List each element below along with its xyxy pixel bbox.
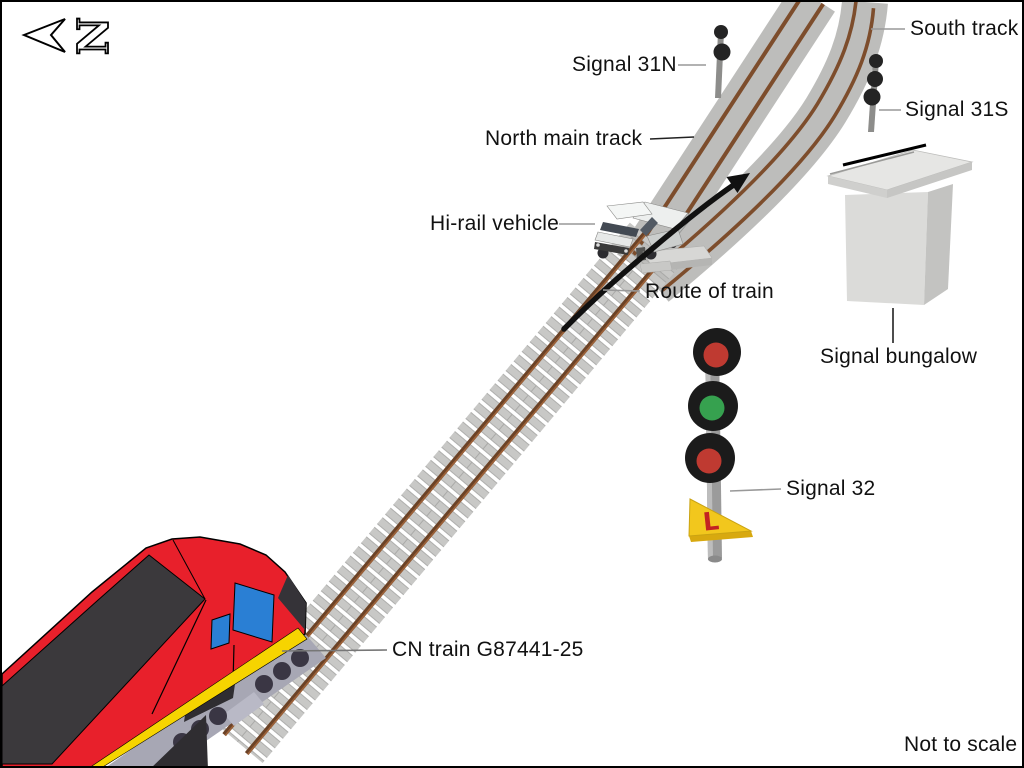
cn-train-graphic: [2, 536, 326, 766]
signal-32-bottom-light: [696, 448, 722, 474]
label-hi-rail-vehicle: Hi-rail vehicle: [430, 212, 560, 235]
signal-31s-graphic: [863, 54, 883, 132]
signal-32-middle-light: [699, 395, 725, 421]
signal-31n-graphic: [713, 25, 731, 98]
letter-plate: [688, 498, 753, 537]
label-cn-train: CN train G87441-25: [392, 638, 584, 661]
label-signal-31n: Signal 31N: [572, 53, 677, 76]
label-north-main-track: North main track: [485, 127, 643, 150]
leader-lines: [281, 28, 905, 652]
label-not-to-scale: Not to scale: [904, 733, 1018, 756]
north-compass: N: [21, 16, 119, 56]
signal-32-graphic: L: [685, 328, 753, 563]
north-arrow-icon: [21, 18, 66, 53]
south-track-graphic: [639, 2, 888, 302]
signal-bungalow-graphic: [826, 143, 974, 305]
label-route-of-train: Route of train: [645, 280, 774, 303]
plate-letter: L: [702, 506, 721, 537]
label-signal-bungalow: Signal bungalow: [820, 345, 978, 368]
route-arrow: [561, 173, 750, 332]
main-track-graphic: [212, 222, 681, 764]
compass-letter: N: [69, 17, 118, 55]
label-south-track: South track: [910, 17, 1019, 40]
antenna-line: [842, 143, 927, 167]
label-signal-32: Signal 32: [786, 477, 876, 500]
signal-32-top-light: [703, 342, 729, 368]
label-signal-31s: Signal 31S: [905, 98, 1009, 121]
